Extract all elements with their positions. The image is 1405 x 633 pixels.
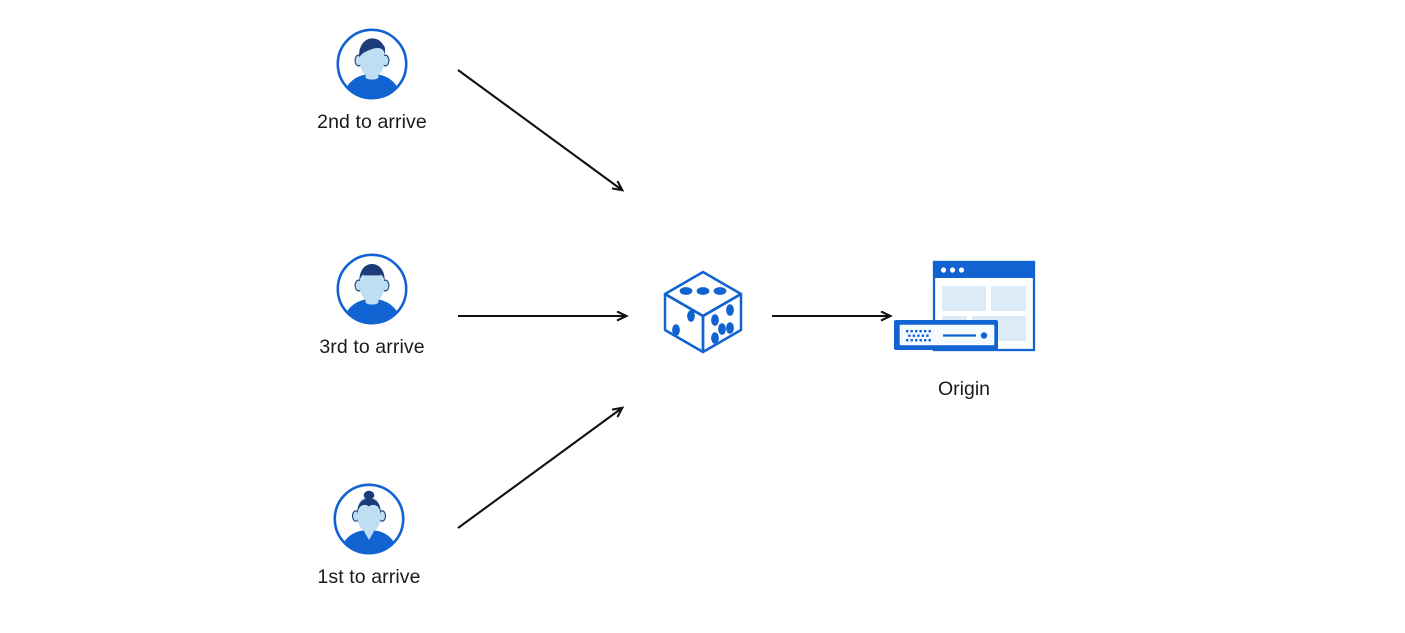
user-avatar-icon <box>335 252 409 326</box>
client-label-2nd: 2nd to arrive <box>317 111 427 133</box>
client-node-3rd: 3rd to arrive <box>297 252 447 358</box>
origin-label: Origin <box>937 378 991 400</box>
client-node-1st: 1st to arrive <box>294 482 444 588</box>
client-label-1st: 1st to arrive <box>317 566 421 588</box>
server-device <box>894 320 998 350</box>
origin-server-icon <box>888 258 1040 366</box>
origin-node: Origin <box>888 258 1040 400</box>
arrow-1st-to-dice <box>457 408 622 529</box>
arrow-2nd-to-dice <box>457 69 622 190</box>
dice-icon <box>660 268 746 356</box>
user-avatar-icon <box>335 27 409 101</box>
client-node-2nd: 2nd to arrive <box>297 27 447 133</box>
user-avatar-icon <box>332 482 406 556</box>
client-label-3rd: 3rd to arrive <box>319 336 425 358</box>
